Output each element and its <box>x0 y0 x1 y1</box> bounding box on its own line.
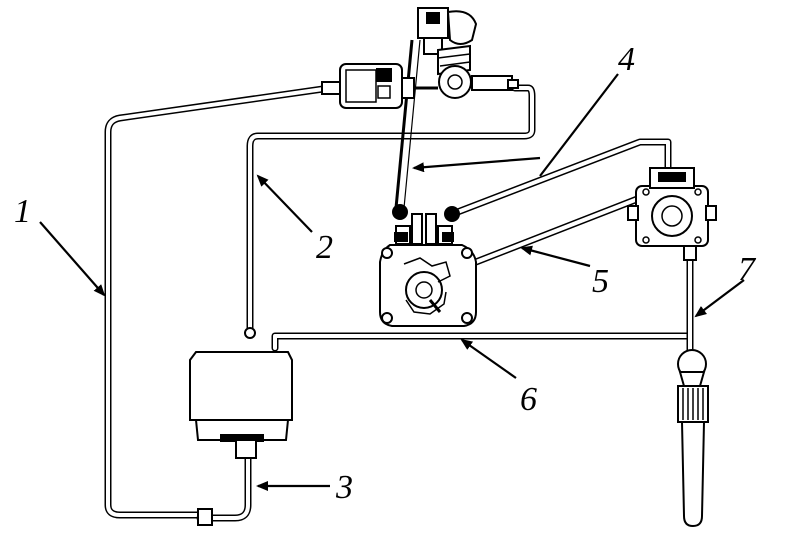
steam-wand <box>677 349 709 528</box>
leader-7 <box>694 279 745 318</box>
right-valve <box>627 167 717 261</box>
callout-5: 5 <box>592 263 609 300</box>
leader-5 <box>520 245 591 268</box>
tube-3 <box>196 436 252 526</box>
leaders <box>39 73 745 491</box>
valve-assembly <box>417 7 519 99</box>
pump <box>321 63 438 109</box>
callout-2: 2 <box>316 229 333 266</box>
callout-6: 6 <box>520 381 537 418</box>
leader-4a <box>539 73 619 177</box>
callout-1: 1 <box>14 193 31 230</box>
leader-6 <box>460 338 517 379</box>
tube-2-end <box>244 327 256 339</box>
callout-7: 7 <box>738 251 757 288</box>
tube-4 <box>451 138 672 217</box>
callout-4: 4 <box>618 41 635 78</box>
boiler <box>379 204 477 327</box>
leader-4b <box>412 156 541 173</box>
tube-2 <box>244 84 536 339</box>
tube-1 <box>104 84 334 519</box>
leader-1 <box>39 221 106 297</box>
reservoir <box>189 351 293 459</box>
leader-2 <box>256 174 313 233</box>
tube-6 <box>271 251 694 352</box>
callout-3: 3 <box>335 469 353 506</box>
connector-rod <box>394 39 414 209</box>
